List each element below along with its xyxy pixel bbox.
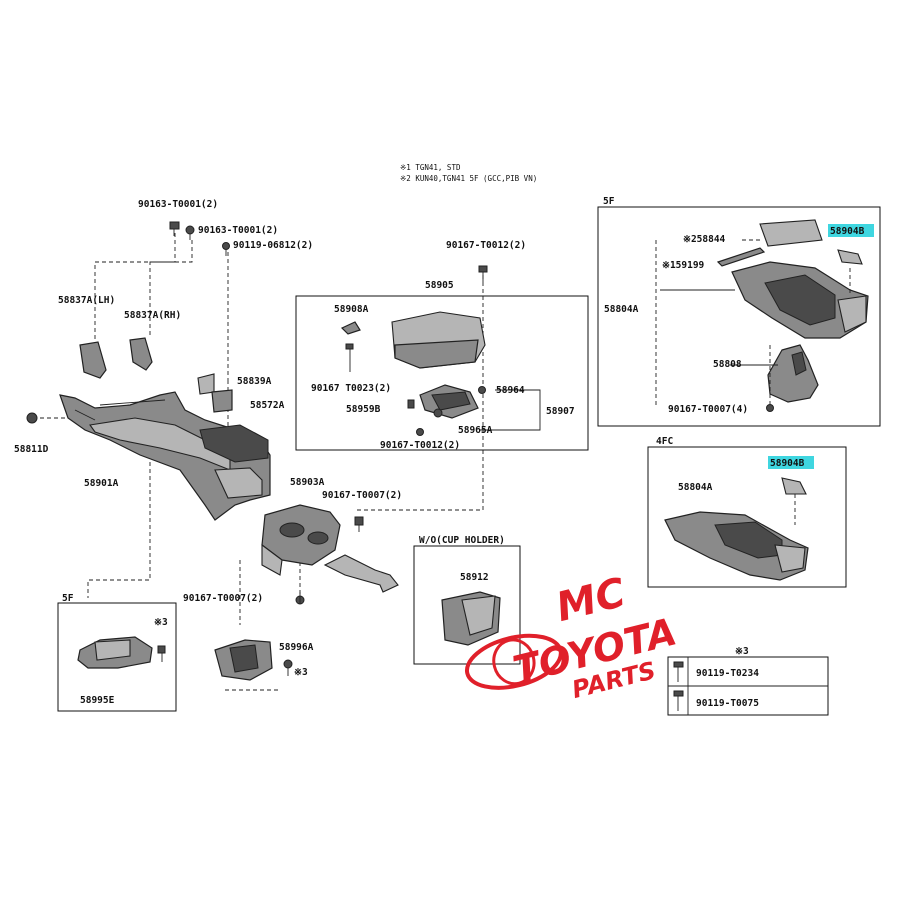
highlight-58904b-b	[768, 456, 814, 469]
screw-90167-t0007-a-icon	[354, 516, 364, 532]
label-58839a: 58839A	[237, 376, 272, 387]
label-58572a: 58572A	[250, 400, 285, 411]
label-58964: 58964	[496, 385, 525, 396]
label-table-row1: 90119-T0234	[696, 668, 759, 679]
label-90167-t0007-a: 90167-T0007(2)	[322, 490, 402, 501]
screw-x3-a-icon	[157, 645, 166, 662]
strip-159199	[716, 247, 766, 267]
clip-58904b-a	[837, 249, 863, 265]
box-5f-small	[57, 602, 177, 712]
label-box-4fc: 4FC	[656, 436, 673, 447]
shift-boot-58808	[767, 344, 819, 403]
spring-58965a	[433, 408, 443, 418]
label-58837a-lh: 58837A(LH)	[58, 295, 115, 306]
label-58904b-a: 58904B	[830, 226, 865, 237]
screw-90167-t0023-icon	[345, 343, 354, 372]
label-58905: 58905	[425, 280, 454, 291]
label-58804a-b: 58804A	[678, 482, 713, 493]
label-table-row2: 90119-T0075	[696, 698, 759, 709]
label-box-5f: 5F	[603, 196, 615, 207]
box-58905	[295, 295, 589, 451]
cover-58912	[441, 591, 501, 646]
panel-58844	[759, 219, 823, 247]
label-58901a: 58901A	[84, 478, 119, 489]
pin-58964	[478, 386, 486, 394]
panel-58837a-rh	[129, 337, 153, 371]
label-58844: ※258844	[683, 234, 726, 245]
label-58996a: 58996A	[279, 642, 314, 653]
label-58811d: 58811D	[14, 444, 49, 455]
panel-58837a-lh	[79, 341, 107, 379]
label-90163-t0001-a: 90163-T0001(2)	[138, 199, 218, 210]
clip-58908a	[340, 321, 361, 335]
bracket-58996a	[214, 639, 273, 681]
label-58908a: 58908A	[334, 304, 369, 315]
clip-58572a	[211, 389, 233, 413]
shift-bezel-58804a-4fc	[664, 511, 809, 581]
screw-x3-b-icon	[283, 659, 293, 676]
cup-holder-58903a	[261, 504, 341, 576]
label-58907: 58907	[546, 406, 575, 417]
legend-note-1: ※1 TGN41, STD	[400, 163, 461, 172]
label-90167-t0012-top: 90167-T0012(2)	[446, 240, 526, 251]
bolt-90119-t0075-icon	[673, 690, 684, 711]
label-x3-b: ※3	[294, 667, 308, 678]
legend-note-2: ※2 KUN40,TGN41 5F (GCC,PIB VN)	[400, 174, 537, 183]
screw-90163-a-icon	[169, 221, 180, 236]
label-x3-a: ※3	[154, 617, 168, 628]
screw-90167-t0007-c-icon	[766, 404, 774, 412]
label-58903a: 58903A	[290, 477, 325, 488]
label-90167-t0023: 90167 T0023(2)	[311, 383, 391, 394]
grommet-58811d-icon	[26, 412, 38, 424]
label-90163-t0001-b: 90163-T0001(2)	[198, 225, 278, 236]
label-58808: 58808	[713, 359, 742, 370]
part-labels: 90163-T0001(2) 90163-T0001(2) 90119-0681…	[14, 196, 874, 709]
watermark-logo: MC TOYOTA PARTS	[464, 570, 681, 704]
console-body-58901a	[59, 391, 271, 521]
watermark-ring-icon	[464, 633, 563, 690]
label-90119-06812: 90119-06812(2)	[233, 240, 313, 251]
label-58965a: 58965A	[458, 425, 493, 436]
label-159199: ※159199	[662, 260, 705, 271]
highlight-58904b-a	[828, 224, 874, 237]
bracket-58995e	[77, 636, 153, 669]
label-58995e: 58995E	[80, 695, 115, 706]
label-wo-cup-holder: W/O(CUP HOLDER)	[419, 535, 505, 546]
label-58959b: 58959B	[346, 404, 381, 415]
label-table-title: ※3	[735, 646, 749, 657]
box-4fc	[647, 446, 847, 588]
bolt-90119-t0234-icon	[673, 661, 684, 682]
label-box-5f-small: 5F	[62, 593, 74, 604]
clip-58904b-b	[781, 477, 807, 495]
label-90167-t0007-b: 90167-T0007(2)	[183, 593, 263, 604]
arrow-to-wo-cup	[323, 554, 399, 593]
hinge-58907	[419, 384, 479, 419]
shift-bezel-58804a	[731, 261, 869, 339]
screw-90119-icon	[222, 242, 230, 256]
label-90167-t0007-c: 90167-T0007(4)	[668, 404, 748, 415]
screw-90167-top-icon	[478, 265, 488, 282]
box-5f	[597, 206, 881, 427]
bracket-58839a	[197, 373, 215, 395]
bracket-line-58907	[480, 389, 541, 431]
label-58904b-b: 58904B	[770, 458, 805, 469]
label-90167-t0012-mid: 90167-T0012(2)	[380, 440, 460, 451]
screw-90167-t0012-mid-icon	[416, 428, 424, 436]
label-58804a-a: 58804A	[604, 304, 639, 315]
screw-90167-t0007-b-icon	[295, 592, 305, 605]
screw-90163-b-icon	[185, 225, 195, 240]
label-58912: 58912	[460, 572, 489, 583]
armrest-58905	[391, 311, 486, 369]
label-58837a-rh: 58837A(RH)	[124, 310, 181, 321]
screw-58959b-icon	[407, 399, 415, 409]
box-5f-guide-lines	[655, 239, 851, 408]
